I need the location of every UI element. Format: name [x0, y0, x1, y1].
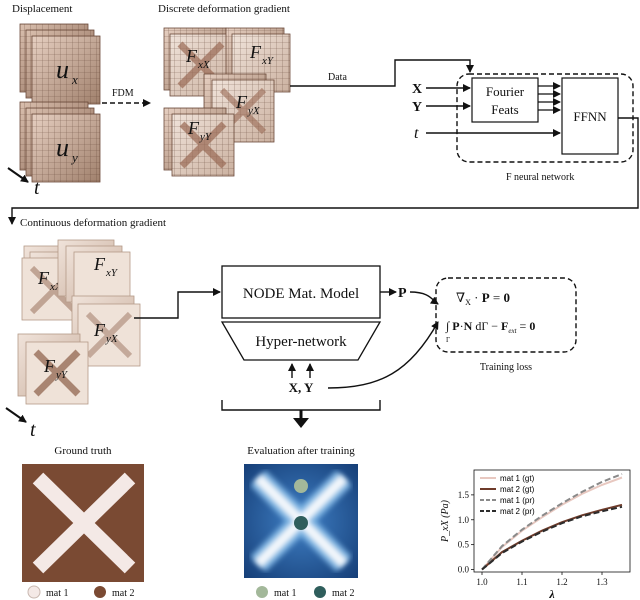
label-evaluation: Evaluation after training — [247, 445, 355, 457]
svg-text:xY: xY — [105, 267, 119, 279]
input-Y: Y — [412, 100, 422, 115]
input-X: X — [412, 82, 422, 97]
label-hyper-network: Hyper-network — [255, 334, 347, 350]
label-discrete-gradient: Discrete deformation gradient — [158, 3, 290, 15]
svg-text:F: F — [93, 254, 106, 274]
series-line-0 — [481, 476, 623, 571]
svg-text:y: y — [70, 150, 78, 165]
node-model-box — [221, 265, 381, 319]
legend-label-eval-mat2: mat 2 — [332, 588, 355, 599]
y-tick-label-1: 0.5 — [458, 540, 470, 550]
svg-text:u: u — [56, 55, 69, 84]
svg-text:x: x — [71, 72, 78, 87]
time-arrow-top — [7, 167, 29, 183]
svg-text:u: u — [56, 133, 69, 162]
input-xy: X, Y — [289, 380, 314, 395]
time-label-top: t — [34, 177, 40, 199]
legend-swatch-eval-mat2 — [314, 586, 326, 598]
ground-truth-image — [22, 464, 144, 582]
label-fourier-line2: Feats — [491, 102, 518, 117]
y-axis-label: P_xX (Pa) — [440, 499, 451, 543]
label-ground-truth: Ground truth — [54, 445, 112, 457]
x-tick-label-0: 1.0 — [476, 577, 488, 587]
time-label-middle: t — [30, 419, 36, 441]
svg-text:F: F — [43, 356, 56, 376]
legend-swatch-gt-mat2 — [94, 586, 106, 598]
svg-text:Γ: Γ — [446, 336, 450, 344]
ffnn-box — [561, 77, 619, 155]
svg-text:F: F — [235, 92, 248, 112]
svg-text:xY: xY — [261, 55, 275, 67]
input-t: t — [414, 125, 419, 142]
svg-text:F: F — [93, 320, 106, 340]
fourier-feats-box — [471, 77, 539, 123]
svg-text:F: F — [249, 42, 262, 62]
evaluation-bracket — [221, 400, 381, 411]
legend-label-eval-mat1: mat 1 — [274, 588, 297, 599]
x-tick-label-2: 1.2 — [556, 577, 567, 587]
svg-text:yY: yY — [55, 369, 69, 381]
time-arrow-middle — [5, 407, 27, 423]
x-tick-label-1: 1.1 — [516, 577, 527, 587]
continuous-gradient-stack: F xX F xY F yX F yY — [17, 239, 141, 405]
legend-swatch-eval-mat1 — [256, 586, 268, 598]
svg-text:xX: xX — [197, 59, 211, 71]
label-continuous-gradient: Continuous deformation gradient — [20, 217, 166, 229]
evaluation-image — [244, 464, 358, 578]
svg-text:F: F — [185, 46, 198, 66]
output-P: P — [398, 286, 407, 301]
x-axis-label: λ — [548, 587, 555, 600]
label-displacement: Displacement — [12, 3, 72, 15]
legend-label-0: mat 1 (gt) — [500, 474, 535, 483]
label-training-loss: Training loss — [480, 362, 532, 373]
svg-text:yY: yY — [199, 131, 213, 143]
y-tick-label-0: 0.0 — [458, 565, 470, 575]
series-line-3 — [481, 505, 623, 571]
label-fdm: FDM — [112, 88, 134, 99]
node-input-arrow — [134, 288, 221, 319]
legend-label-gt-mat1: mat 1 — [46, 588, 69, 599]
stress-stretch-chart: 1.0 1.1 1.2 1.3 0.0 0.5 1.0 1.5 λ P_xX (Pa) mat 1 … — [440, 469, 631, 600]
training-loss-box — [435, 277, 577, 353]
chart-frame — [473, 469, 631, 573]
p-to-loss-arrow — [409, 291, 439, 305]
y-tick-label-3: 1.5 — [458, 490, 470, 500]
legend-label-gt-mat2: mat 2 — [112, 588, 135, 599]
label-ffnn: FFNN — [573, 109, 607, 124]
svg-text:yX: yX — [105, 333, 119, 345]
legend-label-3: mat 2 (pr) — [500, 507, 535, 516]
svg-text:F: F — [187, 118, 200, 138]
label-fourier-line1: Fourier — [486, 84, 525, 99]
label-data: Data — [328, 72, 347, 83]
svg-text:F: F — [37, 268, 50, 288]
equation-divergence: ∇X · P = 0 — [456, 290, 510, 307]
displacement-ux-stack: u x — [19, 23, 101, 105]
svg-text:yX: yX — [247, 105, 261, 117]
label-node-model: NODE Mat. Model — [243, 286, 359, 302]
displacement-uy-stack: u y — [19, 101, 101, 183]
equation-boundary: ∫ P·N dΓ − Fext = 0 — [445, 319, 535, 335]
hyper-network-shape — [220, 321, 382, 361]
xy-to-loss-arrow — [327, 321, 439, 389]
x-tick-label-3: 1.3 — [596, 577, 608, 587]
legend-label-1: mat 2 (gt) — [500, 485, 535, 494]
label-f-neural-network: F neural network — [506, 172, 574, 183]
series-line-2 — [481, 473, 623, 571]
output-connector — [8, 117, 639, 225]
legend-label-2: mat 1 (pr) — [500, 496, 535, 505]
discrete-gradient-stack: F xX F xY F yX F yY — [163, 27, 291, 177]
y-tick-label-2: 1.0 — [458, 515, 470, 525]
data-arrow — [290, 59, 474, 87]
legend-swatch-gt-mat1 — [27, 585, 41, 599]
